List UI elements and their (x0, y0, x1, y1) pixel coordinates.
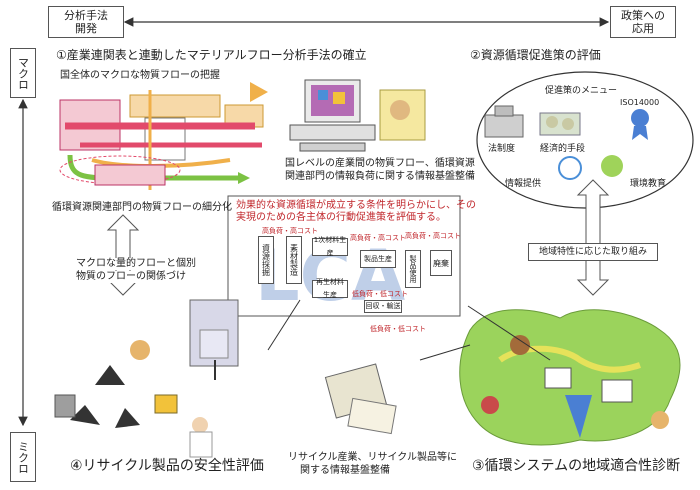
info-base-line2: 関連部門の情報負荷に関する情報基盤整備 (285, 171, 475, 182)
section4-title: ④リサイクル製品の安全性評価 (70, 458, 264, 474)
cost-note-2: 高負荷・高コスト (350, 234, 406, 242)
micro-label: ミクロ (10, 432, 36, 482)
section3-title: ③循環システムの地域適合性診断 (472, 458, 681, 474)
recycle-illustration (54, 299, 239, 458)
flow-box-recycled: 再生材料生産 (312, 278, 348, 299)
center-text-line1: 効果的な資源循環が成立する条件を明らかにし、その (236, 200, 476, 211)
cost-note-5: 低負荷・低コスト (370, 325, 426, 333)
policy-ellipse (476, 71, 694, 209)
section1-title: ①産業連関表と連動したマテリアルフロー分析手法の確立 (56, 48, 367, 62)
left-mid-arrow (106, 214, 140, 296)
analysis-method-box: 分析手法 開発 (48, 6, 124, 38)
flow-box-material: 素材製造 (286, 236, 302, 284)
center-text-line2: 実現のための各主体の行動促進策を評価する。 (236, 212, 446, 223)
cost-note-4: 低負荷・低コスト (352, 290, 408, 298)
flow-box-disposal: 廃棄 (430, 250, 452, 276)
flow-box-mining: 資源採掘 (258, 236, 274, 284)
relation-line2: 物質のフローの関係づけ (76, 271, 186, 283)
iso-label: ISO14000 (620, 98, 660, 107)
macro-flow-label: 国全体のマクロな物質フローの把握 (60, 70, 220, 81)
flow-box-primary: 1次材料生産 (312, 236, 348, 257)
info-base-line1: 国レベルの産業間の物質フロー、循環資源 (285, 158, 475, 169)
flow-box-product: 製品生産 (360, 250, 396, 268)
regional-label: 地域特性に応じた取り組み (528, 243, 658, 261)
policy-item-education: 環境教育 (630, 179, 667, 189)
computer-illustration (289, 79, 426, 152)
policy-item-economic: 経済的手段 (540, 144, 586, 154)
cost-note-1: 高負荷・高コスト (262, 227, 318, 235)
detail-flow-label: 循環資源関連部門の物質フローの細分化 (52, 202, 232, 213)
section4-info-line2: 関する情報基盤整備 (300, 465, 390, 476)
calculator-illustration (324, 363, 397, 435)
promotion-menu-label: 促進策のメニュー (545, 86, 618, 96)
flow-box-use: 製品使用 (405, 250, 421, 288)
macro-label: マクロ (10, 48, 36, 98)
section4-info-line1: リサイクル産業、リサイクル製品等に (288, 452, 457, 463)
policy-item-info: 情報提供 (505, 179, 542, 189)
cost-note-3: 高負荷・高コスト (405, 232, 461, 240)
policy-item-law: 法制度 (488, 144, 516, 154)
regional-map (459, 309, 681, 446)
section2-title: ②資源循環促進策の評価 (470, 48, 601, 62)
material-flow-diagram (59, 82, 268, 190)
policy-application-box: 政策への 応用 (610, 6, 676, 38)
relation-line1: マクロな量的フローと個別 (76, 258, 196, 270)
flow-box-collection: 回収・輸送 (364, 300, 402, 313)
